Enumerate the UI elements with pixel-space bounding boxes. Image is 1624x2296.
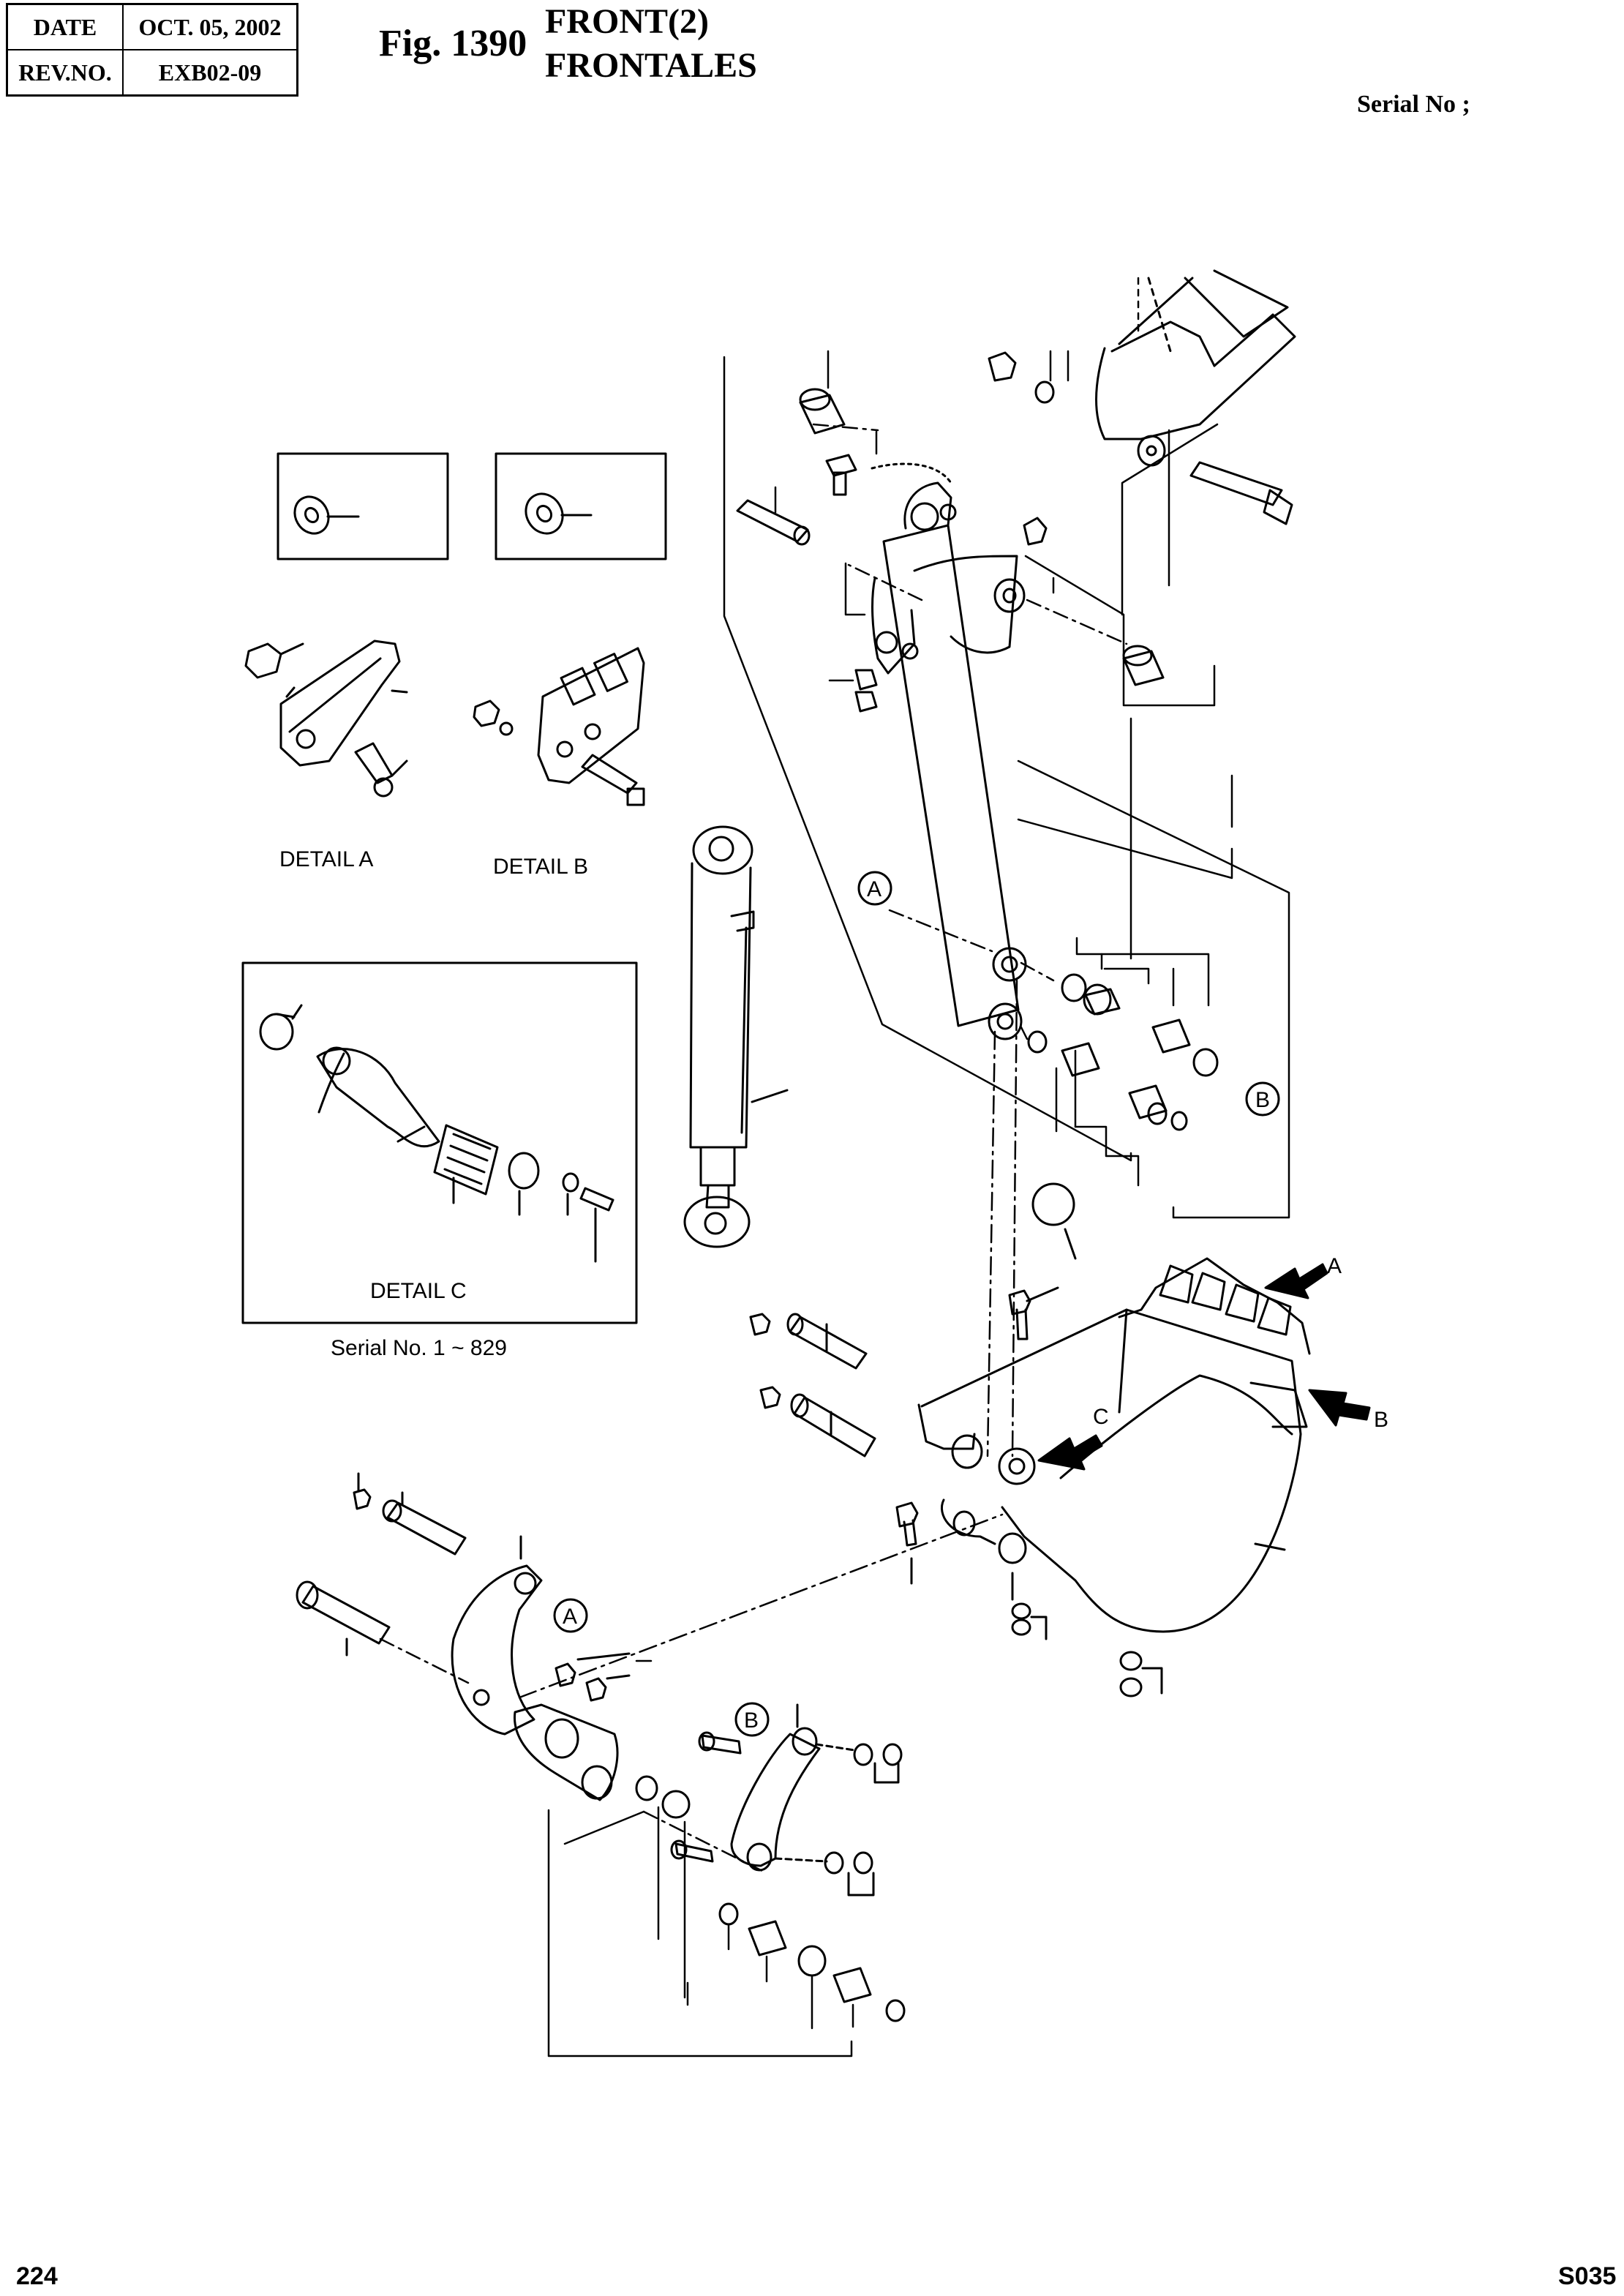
callout-a-text-3: A (563, 1605, 577, 1629)
idler-link (514, 1652, 631, 1801)
callout-c-text: C (1093, 1405, 1109, 1429)
callout-b-text-3: B (744, 1708, 759, 1733)
title-english: FRONT(2) (545, 2, 709, 41)
callout-a-link (553, 1598, 588, 1633)
document-code: S035 (1558, 2262, 1617, 2290)
callout-a-arm (857, 871, 892, 906)
detail-b-drawing (473, 647, 645, 806)
detail-b-label: DETAIL B (493, 855, 588, 879)
date-label: DATE (6, 3, 124, 50)
bucket-cylinder (683, 825, 789, 1248)
link-leader-lines (379, 1513, 1004, 2057)
arrow-c (1037, 1434, 1103, 1471)
link-pins-lower (296, 1472, 467, 1657)
serial-number-label: Serial No ; (1357, 91, 1470, 118)
bucket (917, 1257, 1311, 1633)
callout-empty (1031, 1182, 1077, 1260)
side-link (451, 1535, 543, 1736)
arm-leader-lines (723, 277, 1290, 1457)
arrow-a (1264, 1263, 1328, 1299)
serial-range-label: Serial No. 1 ~ 829 (331, 1336, 507, 1360)
arrow-b (1308, 1389, 1371, 1427)
callout-a-text-1: A (867, 877, 881, 901)
detail-c-box (241, 961, 638, 1324)
link-bushings (635, 1775, 906, 2022)
rev-label: REV.NO. (6, 49, 124, 97)
detail-c-label: DETAIL C (370, 1279, 467, 1303)
detail-a-label: DETAIL A (279, 847, 373, 871)
callout-b-link (734, 1702, 770, 1737)
callout-a-text-2: A (1327, 1254, 1342, 1278)
bucket-pins (749, 1313, 876, 1457)
rev-value: EXB02-09 (122, 49, 298, 97)
detail-a-drawing (244, 639, 408, 798)
arm (871, 462, 1027, 1040)
washer-inset-2 (495, 452, 667, 560)
bucket-hardware (895, 1286, 1163, 1697)
washer-inset-1 (277, 452, 449, 560)
callout-b-text-1: B (1255, 1088, 1270, 1112)
figure-number: Fig. 1390 (379, 23, 527, 64)
page-number: 224 (16, 2262, 58, 2290)
link-hardware (670, 1731, 903, 1897)
title-spanish: FRONTALES (545, 46, 757, 85)
revision-table: DATE OCT. 05, 2002 REV.NO. EXB02-09 (6, 3, 298, 97)
date-value: OCT. 05, 2002 (122, 3, 298, 50)
arm-pivot-bushings (736, 388, 1219, 1131)
callout-b-text-2: B (1374, 1408, 1388, 1432)
boom-tip (988, 269, 1296, 525)
callout-b-arm (1245, 1081, 1280, 1117)
